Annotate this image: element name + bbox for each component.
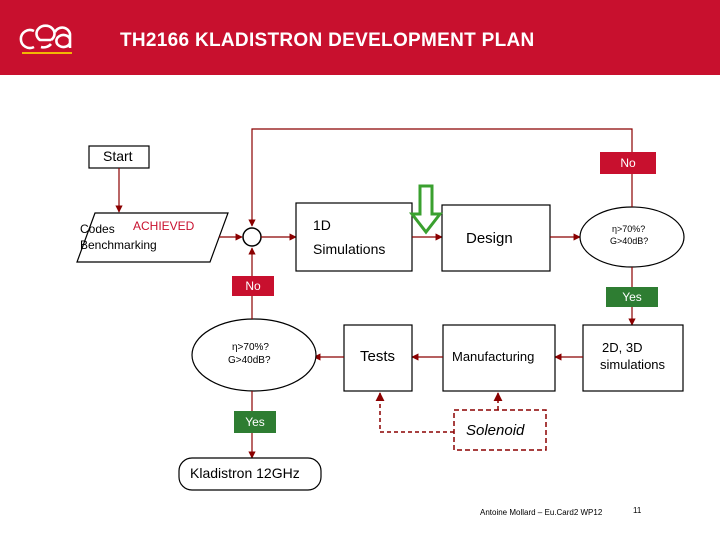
tests-label: Tests	[360, 348, 396, 365]
solenoid-label: Solenoid	[466, 422, 525, 439]
decision-left-node	[191, 318, 317, 392]
tests-node	[343, 324, 413, 392]
solenoid-node	[453, 409, 547, 451]
codes-label: Codes	[80, 222, 115, 236]
cea-logo-icon	[19, 24, 72, 54]
sim-1d-node	[295, 202, 413, 272]
codes-node	[76, 212, 229, 263]
header-bar: TH2166 KLADISTRON DEVELOPMENT PLAN	[0, 0, 720, 75]
sim-2d3d-label-line1: 2D, 3D	[602, 340, 643, 355]
badge-no-top: No	[600, 152, 656, 174]
connector-solenoid-tests	[375, 392, 454, 433]
page-number: 11	[633, 506, 642, 515]
codes-status-label: ACHIEVED	[133, 219, 195, 233]
badge-yes-right: Yes	[606, 287, 658, 307]
green-down-arrow-icon	[408, 184, 444, 235]
decision-left-label-line1: η>70%?	[232, 342, 269, 353]
kladistron-label: Kladistron 12GHz	[190, 465, 300, 481]
badge-no-left: No	[232, 276, 274, 296]
design-node	[441, 204, 551, 272]
badge-yes-left: Yes	[234, 411, 276, 433]
sim-2d3d-label-line2: simulations	[600, 357, 666, 372]
sim-1d-label-line1: 1D	[313, 217, 331, 233]
benchmarking-label: Benchmarking	[80, 238, 157, 252]
start-label: Start	[103, 148, 133, 164]
manufacturing-label: Manufacturing	[452, 349, 535, 364]
manufacturing-node	[442, 324, 556, 392]
kladistron-node	[178, 457, 322, 491]
footer-author: Antoine Mollard – Eu.Card2 WP12	[480, 508, 603, 517]
merge-node	[242, 227, 262, 247]
design-label: Design	[466, 230, 513, 247]
page-title: TH2166 KLADISTRON DEVELOPMENT PLAN	[120, 30, 535, 51]
decision-top-label-line1: η>70%?	[612, 224, 646, 234]
decision-left-label-line2: G>40dB?	[228, 355, 271, 366]
decision-top-label-line2: G>40dB?	[610, 236, 649, 246]
sim-2d3d-node	[582, 324, 684, 392]
sim-1d-label-line2: Simulations	[313, 241, 386, 257]
